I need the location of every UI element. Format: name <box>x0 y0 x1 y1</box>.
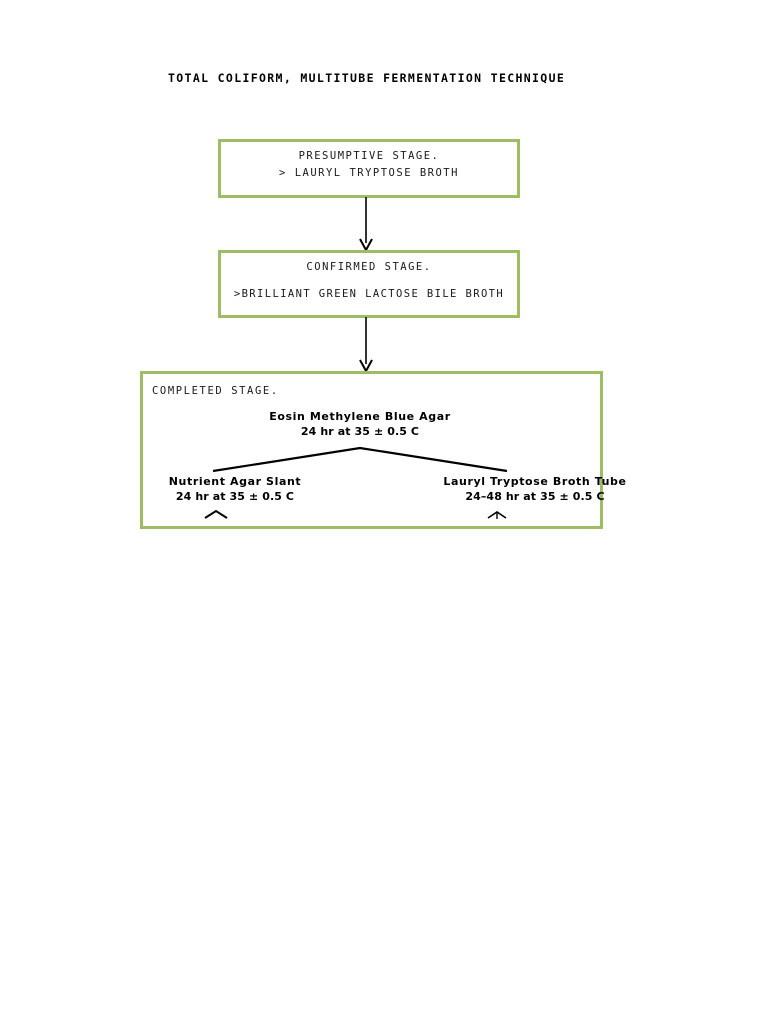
emb-agar-incubation: 24 hr at 35 ± 0.5 C <box>300 424 420 438</box>
lauryl-tryptose-broth-tube-incubation: 24–48 hr at 35 ± 0.5 C <box>465 489 605 503</box>
stage-box-presumptive: PRESUMPTIVE STAGE. > LAURYL TRYPTOSE BRO… <box>218 139 520 198</box>
caret-mark-lauryl-icon <box>487 511 507 519</box>
presumptive-stage-heading: PRESUMPTIVE STAGE. <box>298 150 440 162</box>
arrow-presumptive-to-confirmed-icon <box>359 197 373 251</box>
presumptive-stage-medium: > LAURYL TRYPTOSE BROTH <box>279 167 459 179</box>
page-title: TOTAL COLIFORM, MULTITUBE FERMENTATION T… <box>168 71 566 85</box>
emb-agar-label: Eosin Methylene Blue Agar 24 hr at 35 ± … <box>222 410 498 439</box>
completed-stage-heading: COMPLETED STAGE. <box>152 385 279 397</box>
nutrient-agar-slant-incubation: 24 hr at 35 ± 0.5 C <box>175 489 295 503</box>
stage-box-confirmed: CONFIRMED STAGE. >BRILLIANT GREEN LACTOS… <box>218 250 520 318</box>
confirmed-stage-medium: >BRILLIANT GREEN LACTOSE BILE BROTH <box>233 288 505 300</box>
emb-agar-name: Eosin Methylene Blue Agar <box>269 410 451 423</box>
lauryl-tryptose-broth-tube-label: Lauryl Tryptose Broth Tube 24–48 hr at 3… <box>390 475 680 504</box>
confirmed-stage-heading: CONFIRMED STAGE. <box>306 261 432 273</box>
emb-fork-connector-icon <box>212 446 508 473</box>
nutrient-agar-slant-label: Nutrient Agar Slant 24 hr at 35 ± 0.5 C <box>90 475 380 504</box>
caret-mark-nutrient-icon <box>204 509 228 519</box>
arrow-confirmed-to-completed-icon <box>359 317 373 372</box>
nutrient-agar-slant-name: Nutrient Agar Slant <box>168 475 302 488</box>
lauryl-tryptose-broth-tube-name: Lauryl Tryptose Broth Tube <box>443 475 627 488</box>
